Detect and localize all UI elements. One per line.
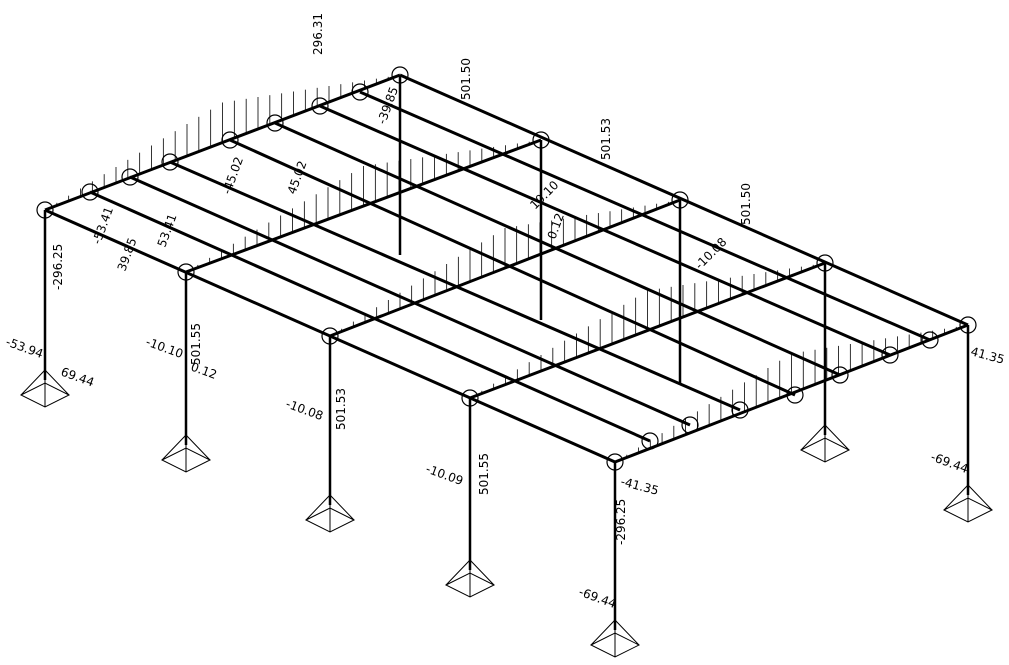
label-purlin-e: -45.02	[220, 155, 246, 196]
label-col-5: 501.55	[477, 453, 491, 495]
node	[177, 263, 195, 281]
node	[311, 97, 329, 115]
label-base-1: -53.94	[4, 335, 45, 361]
purlin-7	[359, 90, 931, 342]
footing	[304, 494, 356, 533]
value-labels: 296.31 501.50 501.53 501.50 39.85 -53.41…	[4, 13, 1006, 611]
label-girder-3: 501.50	[739, 183, 753, 225]
label-col-9: 0.12	[189, 360, 219, 382]
label-top-value: 296.31	[311, 13, 325, 55]
footing	[444, 559, 496, 598]
label-col-8: -10.09	[424, 462, 465, 488]
frame-members	[44, 73, 969, 464]
node	[221, 131, 239, 149]
label-col-2: -296.25	[614, 499, 628, 545]
columns	[43, 75, 970, 630]
label-col-7: -10.08	[284, 397, 325, 423]
label-base-2: 69.44	[59, 365, 96, 390]
node	[731, 401, 749, 419]
label-purlin-g: 10.10	[527, 178, 561, 212]
node	[671, 191, 689, 209]
node	[816, 254, 834, 272]
label-col-3: 501.55	[189, 323, 203, 365]
node	[81, 183, 99, 201]
node	[532, 131, 550, 149]
label-col-6: -10.10	[144, 335, 185, 361]
footing	[799, 424, 851, 463]
label-girder-2: 501.53	[599, 118, 613, 160]
node	[681, 416, 699, 434]
footing	[589, 619, 641, 658]
node	[831, 366, 849, 384]
node	[641, 432, 659, 450]
node	[161, 153, 179, 171]
purlin-5	[274, 121, 841, 377]
node	[321, 327, 339, 345]
purlin-3	[169, 160, 741, 412]
node	[921, 331, 939, 349]
node	[36, 201, 54, 219]
label-col-4: 501.53	[334, 388, 348, 430]
purlin-1	[89, 190, 651, 443]
nodes	[36, 66, 977, 471]
label-col-11: -41.35	[619, 474, 660, 498]
node	[606, 453, 624, 471]
purlin-4	[229, 138, 796, 397]
force-hatching	[56, 76, 957, 458]
footing	[942, 484, 994, 523]
node	[121, 168, 139, 186]
label-purlin-f: -39.85	[375, 85, 401, 126]
label-base-4: -69.44	[929, 450, 970, 476]
purlin-2	[129, 175, 691, 427]
label-col-1: -296.25	[51, 244, 65, 290]
label-col-10: 41.35	[969, 344, 1006, 366]
back-girder	[399, 73, 969, 327]
node	[959, 316, 977, 334]
node	[266, 114, 284, 132]
label-purlin-d: 45.02	[285, 159, 310, 196]
label-base-3: -69.44	[577, 585, 618, 611]
purlin-6	[319, 104, 891, 357]
node	[461, 389, 479, 407]
footings	[19, 369, 994, 658]
node	[351, 83, 369, 101]
footing	[19, 369, 71, 408]
node	[881, 346, 899, 364]
node	[786, 386, 804, 404]
footing	[160, 434, 212, 473]
label-girder-1: 501.50	[459, 58, 473, 100]
node	[391, 66, 409, 84]
